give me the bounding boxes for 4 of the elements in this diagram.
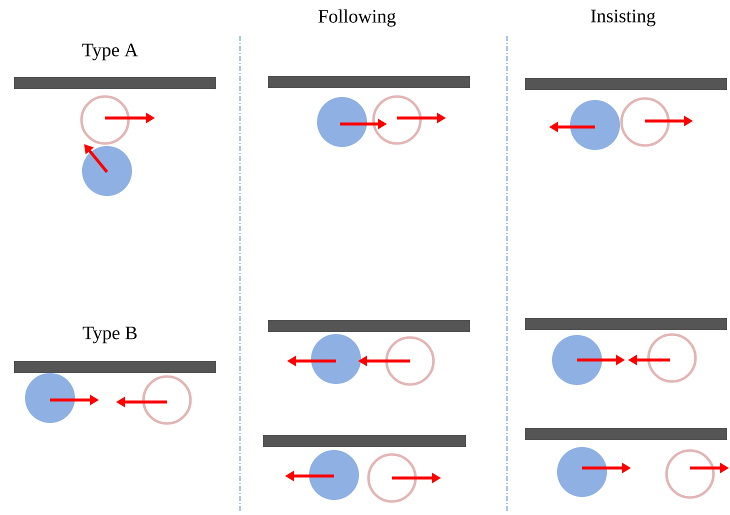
column-heading: Following: [318, 9, 396, 27]
row-label: Type A: [82, 44, 138, 60]
column-heading: Insisting: [590, 10, 656, 26]
row-label: Type B: [82, 326, 137, 344]
